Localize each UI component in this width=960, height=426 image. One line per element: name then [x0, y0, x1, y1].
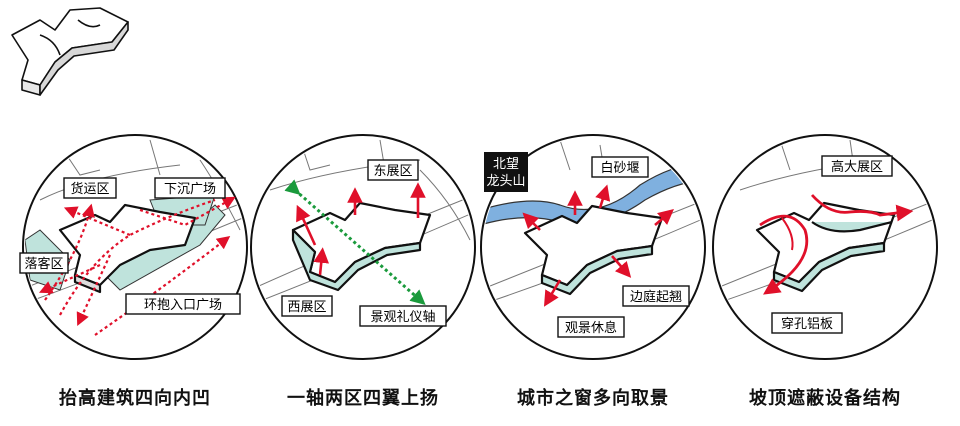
view-arrow [654, 208, 674, 226]
road-line [149, 139, 161, 176]
panel-1-diagram: 货运区 下沉广场 落客区 环抱入口广场 [19, 134, 248, 360]
svg-text:穿孔铝板: 穿孔铝板 [781, 316, 833, 332]
svg-text:北望: 北望 [493, 156, 519, 172]
building-outline [755, 201, 896, 293]
panel-2-diagram: 东展区 西展区 景观礼仪轴 [250, 134, 476, 360]
svg-text:边庭起翘: 边庭起翘 [630, 289, 682, 305]
svg-text:白砂堰: 白砂堰 [600, 160, 639, 176]
caption-panel-4: 坡顶遮蔽设备结构 [749, 388, 901, 409]
label-viewing: 观景休息 [557, 316, 625, 338]
structure-curve [810, 194, 914, 222]
structure-curve [781, 217, 794, 251]
label-weir: 白砂堰 [591, 156, 649, 178]
label-entrance-plaza: 环抱入口广场 [125, 293, 241, 315]
label-perforated: 穿孔铝板 [771, 312, 843, 334]
road-line [559, 139, 571, 171]
svg-text:西展区: 西展区 [287, 300, 326, 315]
svg-text:龙头山: 龙头山 [486, 174, 525, 189]
svg-text:货运区: 货运区 [70, 181, 109, 197]
building-outline [523, 204, 664, 296]
svg-text:环抱入口广场: 环抱入口广场 [144, 297, 222, 313]
caption-panel-1: 抬高建筑四向内凹 [59, 388, 211, 409]
building-massing-icon [11, 7, 129, 96]
view-arrow [611, 255, 632, 278]
panel-3-diagram: 北望 龙头山 白砂堰 边庭起翘 观景休息 [480, 134, 706, 360]
svg-text:东展区: 东展区 [373, 164, 412, 179]
label-west-hall: 西展区 [281, 295, 333, 317]
label-east-hall: 东展区 [367, 159, 419, 181]
label-edge-court: 边庭起翘 [622, 285, 690, 307]
caption-panel-3: 城市之窗多向取景 [517, 388, 669, 409]
structure-curve [759, 214, 809, 295]
svg-text:落客区: 落客区 [24, 256, 63, 272]
ceremonial-axis [284, 179, 426, 305]
view-arrow [522, 212, 541, 231]
view-arrow [595, 184, 611, 209]
label-tall-hall: 高大展区 [821, 155, 893, 177]
label-north-mountain: 北望 龙头山 [484, 152, 528, 192]
svg-text:高大展区: 高大展区 [831, 159, 883, 175]
route-dotted [38, 263, 101, 294]
route-dotted [59, 198, 216, 316]
route-dotted [63, 206, 131, 237]
view-arrow [543, 279, 562, 307]
label-sunken-plaza: 下沉广场 [154, 177, 226, 199]
svg-text:下沉广场: 下沉广场 [164, 182, 216, 197]
caption-panel-2: 一轴两区四翼上扬 [287, 388, 439, 409]
panel-4-diagram: 高大展区 穿孔铝板 [712, 134, 938, 360]
label-axis: 景观礼仪轴 [359, 305, 447, 327]
route-dotted [94, 235, 231, 336]
label-freight: 货运区 [63, 177, 117, 199]
label-dropoff: 落客区 [19, 252, 69, 274]
svg-text:景观礼仪轴: 景观礼仪轴 [370, 309, 435, 325]
svg-text:观景休息: 观景休息 [565, 320, 617, 336]
road-line [419, 169, 471, 241]
